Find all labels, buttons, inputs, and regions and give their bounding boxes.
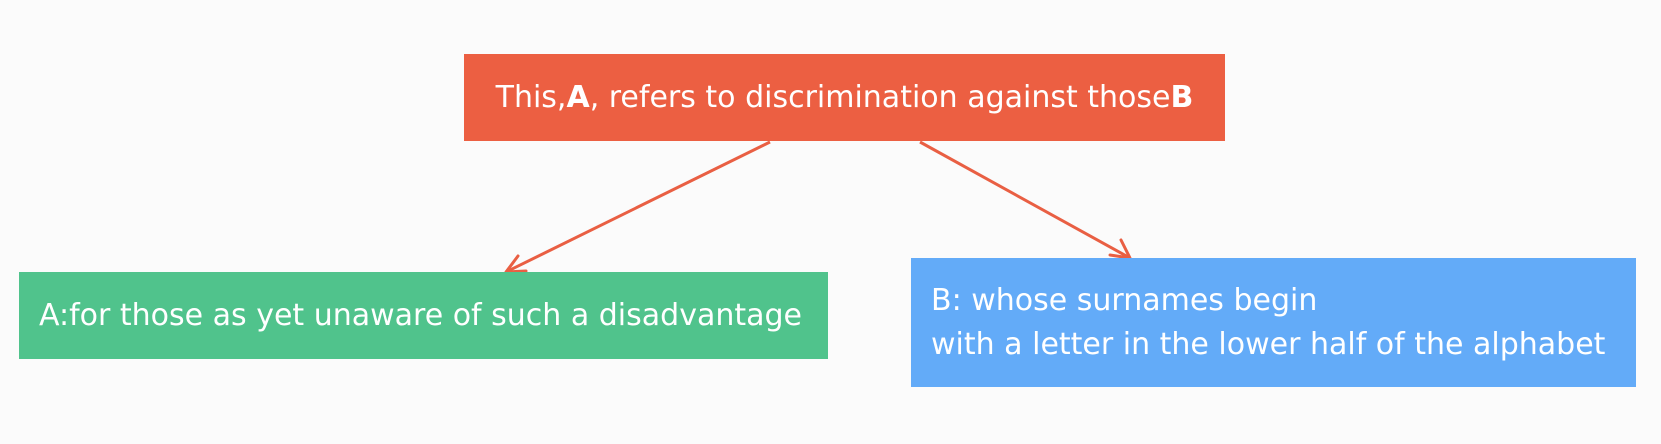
root-text-a: A	[566, 79, 590, 115]
child-topic-b[interactable]: B: whose surnames begin with a letter in…	[911, 258, 1636, 387]
child-b-line-2: with a letter in the lower half of the a…	[931, 326, 1606, 362]
child-b-line-1: B: whose surnames begin	[931, 282, 1318, 318]
edge-root-to-b	[919, 140, 1131, 260]
root-text-b: B	[1170, 79, 1194, 115]
root-text-3: , refers to discrimination against those	[589, 79, 1171, 115]
root-topic[interactable]: This, A, refers to discrimination agains…	[464, 54, 1225, 141]
edge-root-to-a	[505, 140, 771, 274]
child-topic-a[interactable]: A:for those as yet unaware of such a dis…	[19, 272, 828, 359]
root-text-1: This,	[495, 79, 567, 115]
child-a-text: A:for those as yet unaware of such a dis…	[39, 297, 802, 333]
